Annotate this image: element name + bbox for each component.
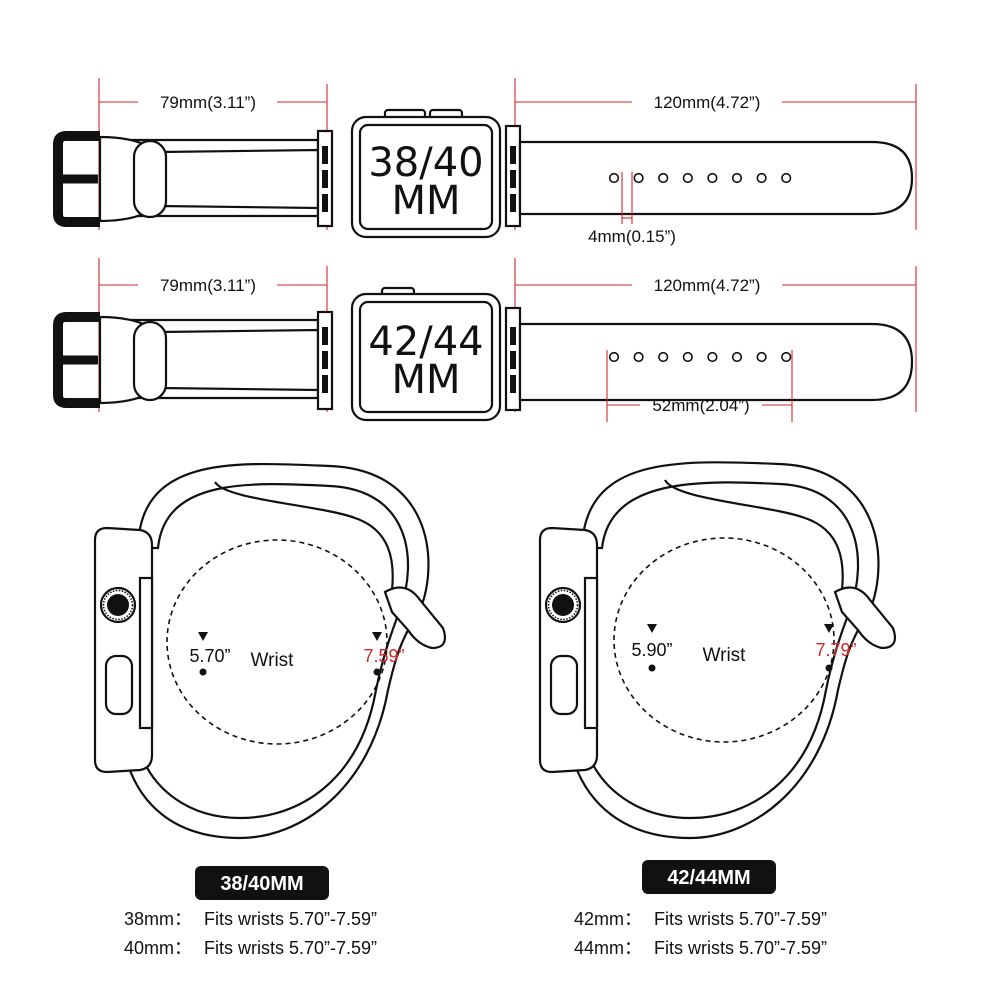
strap-hole [608,351,620,363]
fit-line-size: 40mm： [124,938,192,958]
side-button-icon [549,654,579,716]
strap-hole [633,172,644,184]
connector-slot [322,351,328,369]
strap-hole [756,172,767,184]
connector-slot [510,194,516,212]
case-size-label-line1: 38/40 [368,140,483,186]
wrap-view-large: 5.90” 7.79” Wrist [538,461,897,840]
size-badge-large [642,860,776,894]
max-arrow-icon [824,624,834,633]
connector-slot [322,194,328,212]
case-size-label-line2: MM [391,178,460,224]
hole-spacing-label: 4mm(0.15”) [588,227,676,246]
watch-screen [358,123,494,231]
watch-screen [358,300,494,414]
max-marker [373,668,381,676]
fit-line-size: 42mm： [574,909,642,929]
fit-line-text: Fits wrists 5.70”-7.59” [204,938,377,958]
connector-slot [322,327,328,345]
watch-case [350,115,502,239]
wrist-min-label: 5.70” [189,646,230,666]
size-caption-large: 42/44MM 42mm： Fits wrists 5.70”-7.59” 44… [574,860,827,958]
strap-hole [731,172,743,184]
wrist-circumference [613,537,835,743]
strap-keeper-loop [132,320,168,402]
min-arrow-icon [198,632,208,641]
long-strap-length-label: 120mm(4.72”) [654,276,761,295]
connector-slot [510,146,516,164]
strap-hole [707,351,718,363]
strap-holes [608,172,792,184]
case-size-label-line1: 42/44 [368,319,483,365]
connector-slot [322,146,328,164]
max-marker [825,664,833,672]
band-row-small: 79mm(3.11”) 120mm(4.72”) 38/40 MM [53,78,917,246]
strap-hole [658,351,669,363]
fit-line-text: Fits wrists 5.70”-7.59” [654,938,827,958]
strap-holes [608,351,792,363]
side-button-icon [104,654,134,716]
max-arrow-icon [372,632,382,641]
min-marker [199,668,207,676]
connector-slot [510,375,516,393]
strap-hole [682,172,693,184]
band-row-large: 79mm(3.11”) 120mm(4.72”) 42/44 MM 52mm(2… [53,258,917,422]
fit-line-size: 44mm： [574,938,642,958]
connector-slot [510,170,516,188]
wrist-label: Wrist [703,645,747,666]
watch-case [350,292,502,422]
wrap-view-small: 5.70” 7.59” Wrist [93,462,447,840]
min-marker [648,664,656,672]
strap-hole [756,351,767,363]
digital-crown-center [107,594,129,616]
long-strap-body [518,322,914,402]
strap-hole [781,351,792,363]
connector-slot [510,327,516,345]
size-badge-small [195,866,329,900]
digital-crown-center [552,594,574,616]
fit-line-text: Fits wrists 5.70”-7.59” [654,909,827,929]
strap-hole [781,172,792,184]
wrist-max-label: 7.79” [815,640,856,660]
digital-crown-ridges [547,589,579,621]
band-tail [214,481,394,591]
connector-slot [322,170,328,188]
short-strap-length-label: 79mm(3.11”) [160,93,256,112]
strap-keeper-loop [132,139,168,219]
wrist-label: Wrist [251,650,295,671]
band-keeper [833,586,897,650]
size-badge-large-label: 42/44MM [667,867,750,889]
hole-span-label: 52mm(2.04”) [652,396,749,415]
band-tail [664,479,844,591]
strap-hole [633,351,644,363]
wrist-circumference [166,539,388,745]
watch-side-edge [583,576,599,730]
min-arrow-icon [647,624,657,633]
size-caption-small: 38/40MM 38mm： Fits wrists 5.70”-7.59” 40… [124,866,377,958]
watch-side-edge [138,576,154,730]
case-size-label-line2: MM [391,357,460,403]
band-keeper [383,586,447,650]
fit-line-text: Fits wrists 5.70”-7.59” [204,909,377,929]
wrist-min-label: 5.90” [631,640,672,660]
strap-hole [707,172,718,184]
strap-hole [682,351,693,363]
connector-slot [322,375,328,393]
size-badge-small-label: 38/40MM [220,873,303,895]
long-strap-length-label: 120mm(4.72”) [654,93,761,112]
strap-hole [731,351,743,363]
short-strap-length-label: 79mm(3.11”) [160,276,256,295]
connector-slot [510,351,516,369]
digital-crown-ridges [102,589,134,621]
strap-hole [608,172,620,184]
strap-hole [658,172,669,184]
fit-line-size: 38mm： [124,909,192,929]
wrist-max-label: 7.59” [363,646,404,666]
